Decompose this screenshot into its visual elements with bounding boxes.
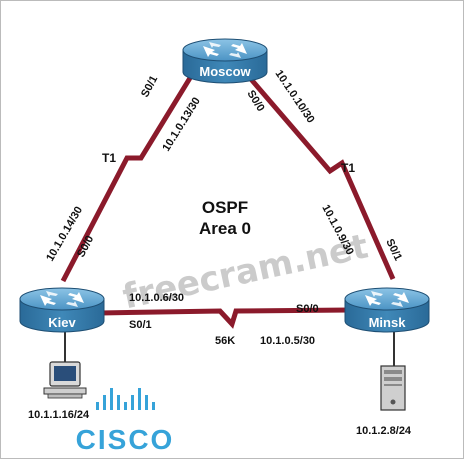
area-label-line1: OSPF bbox=[202, 198, 248, 217]
pc-address: 10.1.1.16/24 bbox=[28, 409, 90, 421]
area-label-line2: Area 0 bbox=[199, 219, 251, 238]
kiev-s00-label: S0/0 bbox=[75, 234, 96, 260]
router-moscow[interactable]: Moscow bbox=[182, 38, 268, 84]
pc-icon[interactable] bbox=[43, 361, 87, 399]
router-kiev-label: Kiev bbox=[48, 315, 76, 330]
kiev-s01-ip: 10.1.0.6/30 bbox=[129, 292, 184, 304]
router-moscow-label: Moscow bbox=[199, 64, 251, 79]
moscow-s00-ip: 10.1.0.10/30 bbox=[273, 68, 317, 125]
router-minsk[interactable]: Minsk bbox=[344, 287, 430, 333]
router-kiev[interactable]: Kiev bbox=[19, 287, 105, 333]
minsk-s00-label: S0/0 bbox=[296, 303, 319, 315]
moscow-s01-label: S0/1 bbox=[139, 74, 160, 100]
cisco-logo-text: CISCO bbox=[76, 424, 175, 455]
link-moscow-kiev bbox=[60, 76, 193, 283]
kiev-s01-label: S0/1 bbox=[129, 319, 152, 331]
moscow-s01-ip: 10.1.0.13/30 bbox=[160, 95, 203, 153]
link-kiev-minsk bbox=[99, 307, 351, 329]
link-moscow-minsk bbox=[248, 76, 396, 281]
link-kiev-minsk-type: 56K bbox=[215, 335, 235, 347]
cisco-logo: CISCO bbox=[76, 388, 175, 455]
minsk-s00-ip: 10.1.0.5/30 bbox=[260, 335, 315, 347]
link-moscow-minsk-type: T1 bbox=[341, 161, 355, 175]
server-address: 10.1.2.8/24 bbox=[356, 425, 412, 437]
server-icon[interactable] bbox=[380, 365, 406, 411]
router-minsk-label: Minsk bbox=[369, 315, 407, 330]
link-moscow-kiev-type: T1 bbox=[102, 151, 116, 165]
